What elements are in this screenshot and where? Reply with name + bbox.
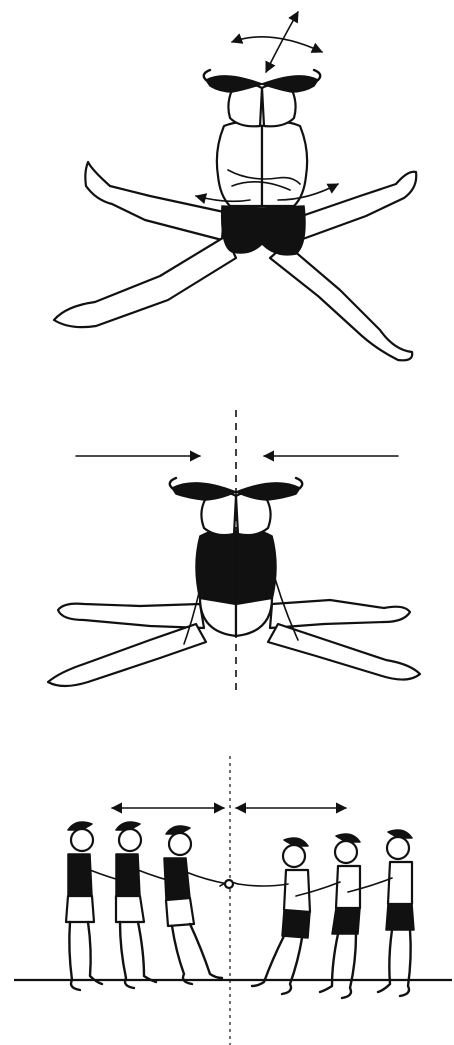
figure-heads bbox=[204, 70, 321, 126]
panel-pair-pike-back-to-back bbox=[48, 410, 420, 690]
figure-left-legs bbox=[54, 162, 236, 327]
figure-torsos bbox=[217, 122, 307, 206]
panel-pair-jump-twist bbox=[54, 12, 416, 360]
left-team-member-3 bbox=[164, 826, 228, 984]
pike-figure-heads bbox=[170, 478, 303, 535]
left-team bbox=[66, 822, 228, 990]
right-team-member-1 bbox=[238, 838, 310, 994]
figure-shorts bbox=[222, 206, 305, 255]
rotation-arrows-icon bbox=[232, 12, 322, 72]
right-team bbox=[238, 830, 414, 998]
panel-tug-of-war-lines bbox=[14, 756, 452, 1045]
joined-hands bbox=[220, 880, 238, 888]
